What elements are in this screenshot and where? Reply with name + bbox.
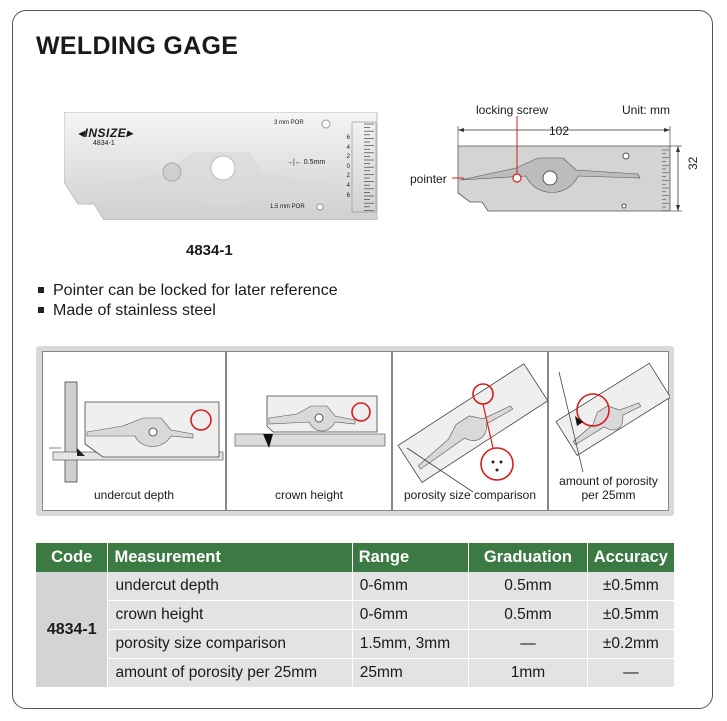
usage-crown-height: crown height [226, 351, 392, 511]
usage-panel: undercut depth crown height porosity [36, 346, 674, 516]
locking-screw-label: locking screw [476, 103, 549, 117]
range-cell: 25mm [352, 658, 470, 688]
range-cell: 0-6mm [352, 572, 470, 601]
accuracy-cell: ±0.5mm [587, 572, 674, 601]
table-row: amount of porosity per 25mm 25mm 1mm — [36, 658, 674, 688]
usage-undercut-depth: undercut depth [42, 351, 226, 511]
page-title: WELDING GAGE [36, 32, 239, 60]
content-frame [12, 10, 713, 709]
photo-label-center: →|← 0.5mm [286, 159, 326, 166]
feature-item: Pointer can be locked for later referenc… [36, 281, 338, 301]
measurement-cell: porosity size comparison [107, 629, 353, 659]
feature-item: Made of stainless steel [36, 301, 338, 321]
photo-scale-numbers: 6 4 2 0 2 4 6 [346, 135, 350, 199]
product-model-caption: 4834-1 [186, 242, 233, 259]
range-cell: 0-6mm [352, 600, 470, 630]
dimension-drawing [398, 98, 688, 228]
graduation-cell: 0.5mm [468, 572, 588, 601]
measurement-cell: amount of porosity per 25mm [107, 658, 353, 688]
usage-caption-crown-height: crown height [274, 488, 344, 502]
graduation-cell: — [468, 629, 588, 659]
usage-porosity-size: porosity size comparison [392, 351, 549, 511]
table-header-row: Code Measurement Range Graduation Accura… [36, 543, 674, 572]
unit-label: Unit: mm [622, 103, 670, 117]
header-accuracy: Accuracy [587, 543, 674, 572]
header-graduation: Graduation [468, 543, 588, 572]
pointer-label: pointer [410, 172, 447, 186]
spec-table: Code Measurement Range Graduation Accura… [36, 543, 674, 688]
usage-caption-porosity-size: porosity size comparison [403, 488, 537, 502]
table-row: 4834-1 undercut depth 0-6mm 0.5mm ±0.5mm [36, 572, 674, 688]
measurement-cell: undercut depth [107, 572, 353, 601]
brand-logo: ◂INSIZE▸ [78, 126, 133, 140]
usage-caption-undercut-depth: undercut depth [93, 488, 175, 502]
dimension-width: 102 [549, 124, 570, 138]
graduation-cell: 0.5mm [468, 600, 588, 630]
table-row: porosity size comparison 1.5mm, 3mm — ±0… [36, 629, 674, 659]
range-cell: 1.5mm, 3mm [352, 629, 470, 659]
photo-label-3mm: 3 mm POR [274, 120, 304, 126]
graduation-cell: 1mm [468, 658, 588, 688]
header-code: Code [36, 543, 109, 572]
feature-list: Pointer can be locked for later referenc… [36, 281, 338, 321]
accuracy-cell: ±0.2mm [587, 629, 674, 659]
dimension-height: 32 [686, 156, 700, 170]
header-measurement: Measurement [107, 543, 353, 572]
measurement-cell: crown height [107, 600, 353, 630]
table-row: crown height 0-6mm 0.5mm ±0.5mm [36, 600, 674, 630]
photo-model-label: 4834-1 [93, 140, 115, 147]
code-cell: 4834-1 [36, 572, 109, 688]
header-range: Range [352, 543, 470, 572]
accuracy-cell: — [587, 658, 674, 688]
product-photo: ◂INSIZE▸ 4834-1 3 mm POR 1.5 mm POR →|← … [63, 111, 379, 221]
accuracy-cell: ±0.5mm [587, 600, 674, 630]
photo-label-1-5mm: 1.5 mm POR [270, 204, 305, 210]
